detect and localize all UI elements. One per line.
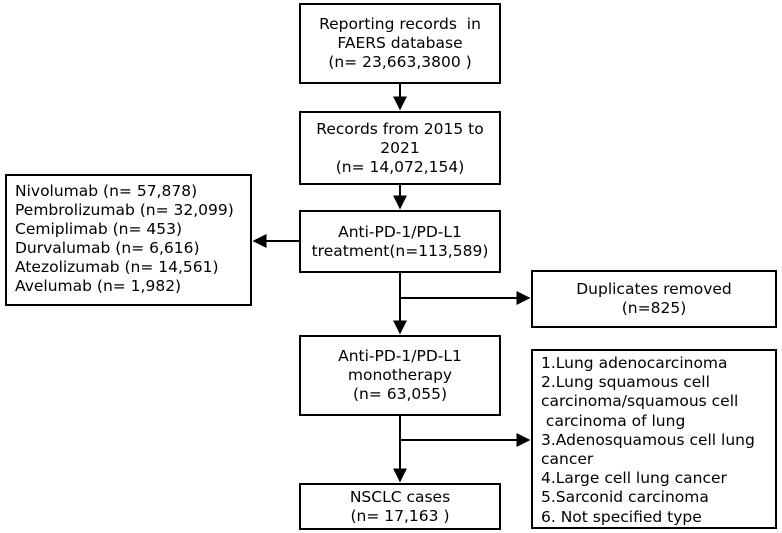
faers-line-1: Reporting records in	[319, 15, 481, 33]
nsclc-cases-box: NSCLC cases (n= 17,163 )	[299, 483, 501, 530]
histology-line-7: 4.Large cell lung cancer	[541, 469, 727, 488]
monotherapy-box: Anti-PD-1/PD-L1 monotherapy (n= 63,055)	[299, 335, 501, 416]
mono-line-2: monotherapy	[347, 366, 453, 384]
faers-line-3: (n= 23,663,3800 )	[328, 53, 472, 71]
histology-line-4: carcinoma of lung	[541, 411, 686, 430]
duplicates-line-2: (n=825)	[621, 299, 687, 317]
anti-pd1-treatment-box: Anti-PD-1/PD-L1 treatment(n=113,589)	[299, 210, 501, 273]
mono-line-1: Anti-PD-1/PD-L1	[338, 347, 462, 365]
histology-types-box: 1.Lung adenocarcinoma 2.Lung squamous ce…	[531, 349, 777, 529]
histology-line-3: carcinoma/squamous cell	[541, 392, 739, 411]
drug-breakdown-box: Nivolumab (n= 57,878) Pembrolizumab (n= …	[5, 174, 252, 306]
nsclc-line-1: NSCLC cases	[349, 487, 451, 506]
histology-line-9: 6. Not specified type	[541, 507, 702, 526]
nsclc-line-2: (n= 17,163 )	[350, 506, 450, 525]
faers-line-2: FAERS database	[337, 34, 463, 52]
faers-records-box: Reporting records in FAERS database (n= …	[299, 3, 501, 84]
records-2015-2021-box: Records from 2015 to 2021 (n= 14,072,154…	[299, 111, 501, 185]
drug-nivolumab: Nivolumab (n= 57,878)	[15, 182, 198, 200]
period-line-2: 2021	[380, 138, 420, 157]
drug-durvalumab: Durvalumab (n= 6,616)	[15, 239, 200, 257]
drug-pembrolizumab: Pembrolizumab (n= 32,099)	[15, 201, 234, 219]
period-line-1: Records from 2015 to	[316, 119, 484, 138]
duplicates-line-1: Duplicates removed	[576, 280, 732, 298]
drug-avelumab: Avelumab (n= 1,982)	[15, 277, 182, 295]
antipd-line-1: Anti-PD-1/PD-L1	[338, 222, 462, 241]
drug-atezolizumab: Atezolizumab (n= 14,561)	[15, 258, 219, 276]
duplicates-removed-box: Duplicates removed (n=825)	[531, 270, 777, 328]
drug-cemiplimab: Cemiplimab (n= 453)	[15, 220, 182, 238]
histology-line-6: cancer	[541, 450, 594, 469]
antipd-line-2: treatment(n=113,589)	[311, 241, 489, 260]
histology-line-5: 3.Adenosquamous cell lung	[541, 430, 755, 449]
histology-line-2: 2.Lung squamous cell	[541, 373, 710, 392]
mono-line-3: (n= 63,055)	[352, 385, 448, 403]
period-line-3: (n= 14,072,154)	[335, 157, 465, 176]
histology-line-8: 5.Sarconid carcinoma	[541, 488, 709, 507]
histology-line-1: 1.Lung adenocarcinoma	[541, 354, 728, 372]
